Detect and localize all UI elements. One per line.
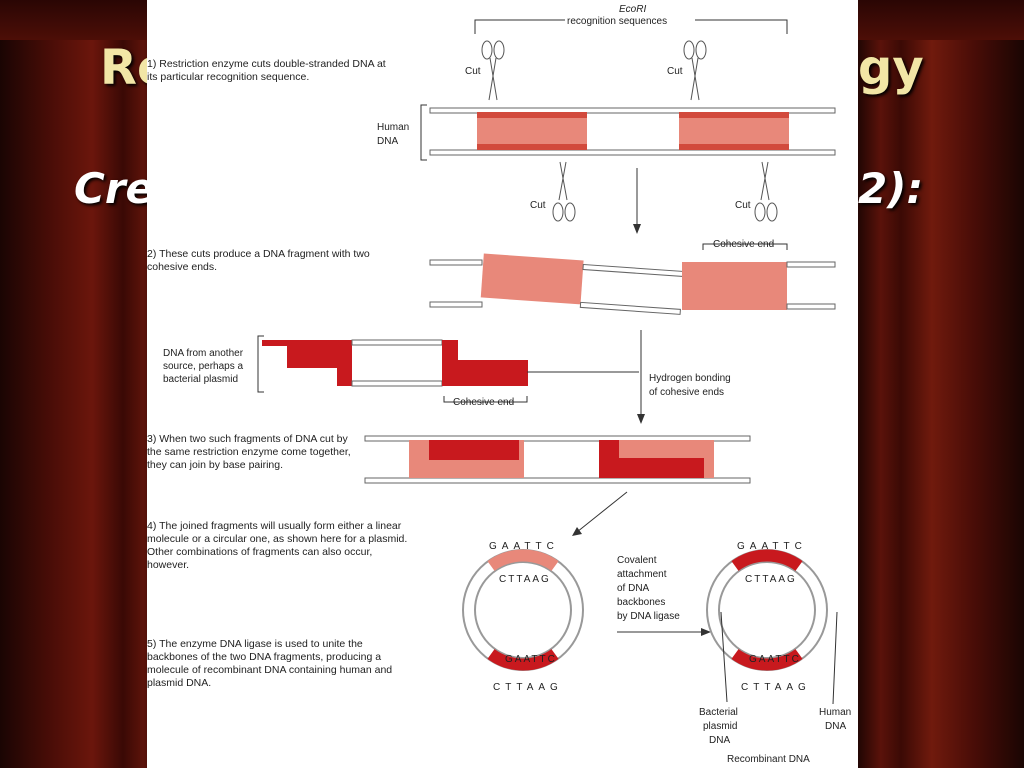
scissors-icon	[754, 161, 778, 222]
human-dna-label-2: DNA	[377, 136, 398, 147]
covalent-line-3: of DNA	[617, 583, 650, 594]
other-source-line-1: DNA from another	[163, 348, 244, 359]
cut-label-bottom-2: Cut	[735, 200, 751, 211]
plasmid-fragment-linear	[262, 339, 528, 387]
fragment-right-bottom-backbone	[786, 303, 836, 310]
left-circle-top-inner-seq: CTTAAG	[499, 574, 551, 585]
bacterial-plasmid-line-2: plasmid	[703, 721, 737, 732]
joined-site-2	[599, 440, 714, 478]
bacterial-plasmid-line-3: DNA	[709, 735, 730, 746]
right-circle-bottom-outer-seq: CTTAAG	[741, 682, 811, 693]
cut-label-top-2: Cut	[667, 66, 683, 77]
step-4-text: 4) The joined fragments will usually for…	[147, 520, 408, 571]
slide-subtitle-right-fragment: 2):	[858, 164, 924, 213]
hydrogen-bonding-line-2: of cohesive ends	[649, 387, 724, 398]
label-pointers	[720, 611, 838, 705]
joined-site-1	[409, 440, 524, 478]
right-circle-top-outer-seq: GAATTC	[737, 541, 807, 552]
human-top-backbone	[429, 107, 836, 114]
scissors-icon	[683, 40, 707, 101]
restriction-enzyme-figure: 1) Restriction enzyme cuts double-strand…	[147, 0, 858, 768]
step-2-text: 2) These cuts produce a DNA fragment wit…	[147, 248, 370, 273]
recognition-bracket	[474, 19, 788, 34]
other-source-bracket	[257, 335, 264, 393]
arrow-step-3-to-4	[576, 491, 628, 533]
step-3-text: 3) When two such fragments of DNA cut by…	[147, 433, 351, 471]
recognition-site-1	[477, 112, 587, 150]
cohesive-end-label-top: Cohesive end	[713, 239, 774, 250]
slide-subtitle-left-fragment: Cre	[74, 164, 155, 213]
covalent-line-1: Covalent	[617, 555, 657, 566]
other-source-line-3: bacterial plasmid	[163, 374, 238, 385]
human-bottom-backbone	[429, 149, 836, 156]
cohesive-end-label-bottom: Cohesive end	[453, 397, 514, 408]
ecori-label: EcoRI	[619, 4, 646, 15]
fragment-left-bottom-backbone	[429, 301, 483, 308]
cohesive-fragment	[480, 253, 684, 315]
human-dna-bottom-line-2: DNA	[825, 721, 846, 732]
joined-bottom-backbone	[364, 477, 751, 484]
arrowhead	[637, 414, 645, 424]
recognition-label: recognition sequences	[567, 16, 667, 27]
cohesive-end-bracket-bottom	[443, 396, 528, 403]
covalent-line-2: attachment	[617, 569, 667, 580]
step-1-text: 1) Restriction enzyme cuts double-strand…	[147, 58, 386, 83]
arrowhead	[572, 527, 582, 536]
arrowhead	[701, 628, 711, 636]
fragment-right-block	[682, 262, 787, 310]
other-source-line-2: source, perhaps a	[163, 361, 243, 372]
bacterial-plasmid-line-1: Bacterial	[699, 707, 738, 718]
scissors-icon	[481, 40, 505, 101]
cohesive-end-bracket-top	[702, 243, 788, 250]
step-5-text: 5) The enzyme DNA ligase is used to unit…	[147, 638, 393, 689]
recognition-site-2	[679, 112, 789, 150]
scissors-icon	[552, 161, 576, 222]
cut-label-bottom-1: Cut	[530, 200, 546, 211]
plasmid-circle-left	[462, 549, 584, 671]
slide-title-right-fragment: gy	[858, 40, 924, 96]
human-dna-bracket	[420, 104, 427, 161]
covalent-line-4: backbones	[617, 597, 665, 608]
right-circle-bottom-inner-seq: GAATTC	[749, 654, 801, 665]
figure-drawing: EcoRI recognition sequences Human DNA	[163, 4, 851, 765]
fragment-right-top-backbone	[786, 261, 836, 268]
arrowhead	[633, 224, 641, 234]
left-circle-bottom-outer-seq: CTTAAG	[493, 682, 563, 693]
hydrogen-bonding-line-1: Hydrogen bonding	[649, 373, 731, 384]
right-circle-top-inner-seq: CTTAAG	[745, 574, 797, 585]
left-circle-top-outer-seq: GAATTC	[489, 541, 559, 552]
joined-top-backbone	[364, 435, 751, 442]
cut-label-top-1: Cut	[465, 66, 481, 77]
human-dna-bottom-line-1: Human	[819, 707, 851, 718]
covalent-line-5: by DNA ligase	[617, 611, 680, 622]
human-dna-label-1: Human	[377, 122, 409, 133]
fragment-left-top-backbone	[429, 259, 483, 266]
left-circle-bottom-inner-seq: GAATTC	[505, 654, 557, 665]
plasmid-circle-right	[706, 549, 828, 671]
recombinant-dna-label: Recombinant DNA	[727, 754, 810, 765]
